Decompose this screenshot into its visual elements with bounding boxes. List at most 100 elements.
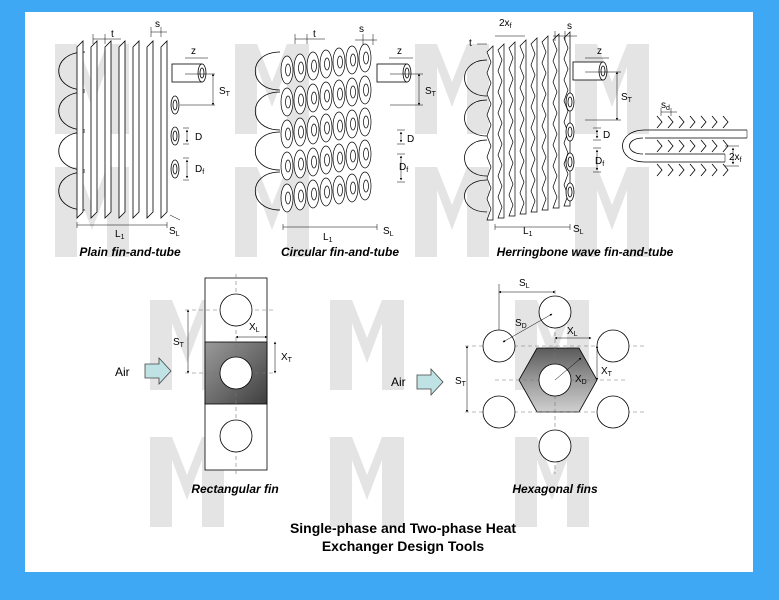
circular-fin-hole — [311, 187, 317, 201]
rectangular-xt-label: XT — [281, 352, 293, 364]
herringbone-wave-chevron — [656, 115, 663, 177]
diagram-panel: t s z ST D Df L1 SL Plain fin-and-tube t — [25, 12, 753, 572]
hexagonal-xd-label: XD — [575, 374, 587, 386]
herringbone-st-label: ST — [621, 92, 633, 104]
herringbone-fin-plate — [519, 39, 527, 215]
circular-fin-hole — [363, 115, 369, 129]
circular-fin-hole — [285, 127, 291, 141]
herringbone-fin-plate — [497, 43, 505, 219]
circular-fin-hole — [298, 189, 304, 203]
herringbone-fin-plate — [486, 45, 494, 221]
circular-sl-label: SL — [383, 226, 394, 238]
herringbone-d-label: D — [603, 130, 610, 141]
herringbone-wave-chevron — [678, 115, 685, 177]
circular-st-label: ST — [425, 86, 437, 98]
hexagonal-sd-label: SD — [515, 318, 527, 330]
herringbone-sd-label: sd — [661, 100, 670, 112]
circular-fin-hole — [350, 53, 356, 67]
circular-fin-hole — [298, 61, 304, 75]
hexagonal-fin-figure: Air SL SD XL ST XT XD Hexagonal fins — [391, 278, 645, 496]
plain-d-label: D — [195, 132, 202, 143]
circular-fin-hole — [350, 85, 356, 99]
rectangular-fin-caption: Rectangular fin — [191, 482, 278, 496]
rectangular-air-arrow-icon — [144, 356, 172, 386]
circular-fin-hole — [324, 185, 330, 199]
hexagonal-air-arrow-icon — [416, 367, 444, 397]
circular-fin-hole — [285, 159, 291, 173]
circular-fin-hole — [285, 95, 291, 109]
herringbone-fin-array — [486, 31, 571, 221]
plain-sl-label: SL — [169, 226, 180, 238]
circular-fin-hole — [350, 117, 356, 131]
circular-fin-hole — [350, 149, 356, 163]
plain-fin-and-tube-figure: t s z ST D Df L1 SL Plain fin-and-tube — [58, 19, 231, 259]
circular-fin-caption: Circular fin-and-tube — [281, 245, 399, 259]
hexagonal-xt-label: XT — [601, 366, 613, 378]
rectangular-air-label: Air — [115, 365, 130, 379]
herringbone-wave-chevron — [689, 115, 696, 177]
circular-d-label: D — [407, 134, 414, 145]
circular-df-label: Df — [399, 162, 408, 174]
herringbone-z-label: z — [597, 46, 602, 57]
circular-fin-hole — [298, 93, 304, 107]
hexagonal-fin-caption: Hexagonal fins — [512, 482, 598, 496]
circular-s-label: s — [359, 24, 364, 35]
herringbone-t-label: t — [469, 38, 472, 49]
circular-fin-hole — [311, 155, 317, 169]
circular-z-label: z — [397, 46, 402, 57]
herringbone-fin-plate — [552, 33, 560, 209]
circular-fin-hole — [298, 125, 304, 139]
plain-t-label: t — [111, 29, 114, 40]
circular-fin-hole — [285, 191, 291, 205]
plain-l1-label: L1 — [115, 229, 125, 241]
hexagonal-air-label: Air — [391, 375, 406, 389]
circular-fin-hole — [337, 151, 343, 165]
hexagonal-xl-label: XL — [567, 326, 578, 338]
herringbone-s-label: s — [567, 21, 572, 32]
plain-df-label: Df — [195, 164, 204, 176]
herringbone-2xf-detail-label: 2xf — [729, 152, 742, 164]
circular-fin-hole — [337, 87, 343, 101]
circular-fin-hole — [311, 91, 317, 105]
circular-fin-hole — [363, 147, 369, 161]
rectangular-xl-label: XL — [249, 322, 260, 334]
circular-fin-hole — [363, 179, 369, 193]
circular-fin-hole — [324, 153, 330, 167]
circular-fin-hole — [337, 119, 343, 133]
herringbone-fin-caption: Herringbone wave fin-and-tube — [497, 245, 674, 259]
circular-fin-hole — [337, 183, 343, 197]
rectangular-st-label: ST — [173, 337, 185, 349]
plain-fin-caption: Plain fin-and-tube — [79, 245, 181, 259]
herringbone-fin-plate — [530, 37, 538, 213]
herringbone-2xf-label: 2xf — [499, 18, 512, 30]
circular-fin-hole — [285, 63, 291, 77]
herringbone-l1-label: L1 — [523, 226, 533, 238]
hexagonal-sl-label: SL — [519, 278, 530, 290]
heat-exchanger-diagram: t s z ST D Df L1 SL Plain fin-and-tube t — [55, 18, 748, 554]
circular-fin-hole — [324, 121, 330, 135]
herringbone-fin-plate — [541, 35, 549, 211]
circular-l1-label: L1 — [323, 232, 333, 244]
circular-fin-hole — [311, 59, 317, 73]
circular-fin-array — [280, 43, 372, 213]
circular-fin-hole — [363, 83, 369, 97]
circular-fin-hole — [350, 181, 356, 195]
herringbone-fin-plate — [508, 41, 516, 217]
plain-st-label: ST — [219, 86, 231, 98]
herringbone-fin-plate — [563, 31, 571, 207]
herringbone-wave-detail — [656, 115, 729, 177]
plain-s-label: s — [155, 19, 160, 30]
circular-fin-hole — [324, 57, 330, 71]
title-line-1: Single-phase and Two-phase Heat — [290, 520, 516, 536]
herringbone-sl-label: SL — [573, 224, 584, 236]
circular-fin-hole — [324, 89, 330, 103]
herringbone-df-label: Df — [595, 156, 604, 168]
herringbone-wave-chevron — [667, 115, 674, 177]
plain-z-label: z — [191, 46, 196, 57]
circular-fin-hole — [298, 157, 304, 171]
circular-fin-hole — [311, 123, 317, 137]
hexagonal-st-label: ST — [455, 376, 467, 388]
circular-fin-hole — [337, 55, 343, 69]
herringbone-wave-chevron — [711, 115, 718, 177]
circular-t-label: t — [313, 29, 316, 40]
